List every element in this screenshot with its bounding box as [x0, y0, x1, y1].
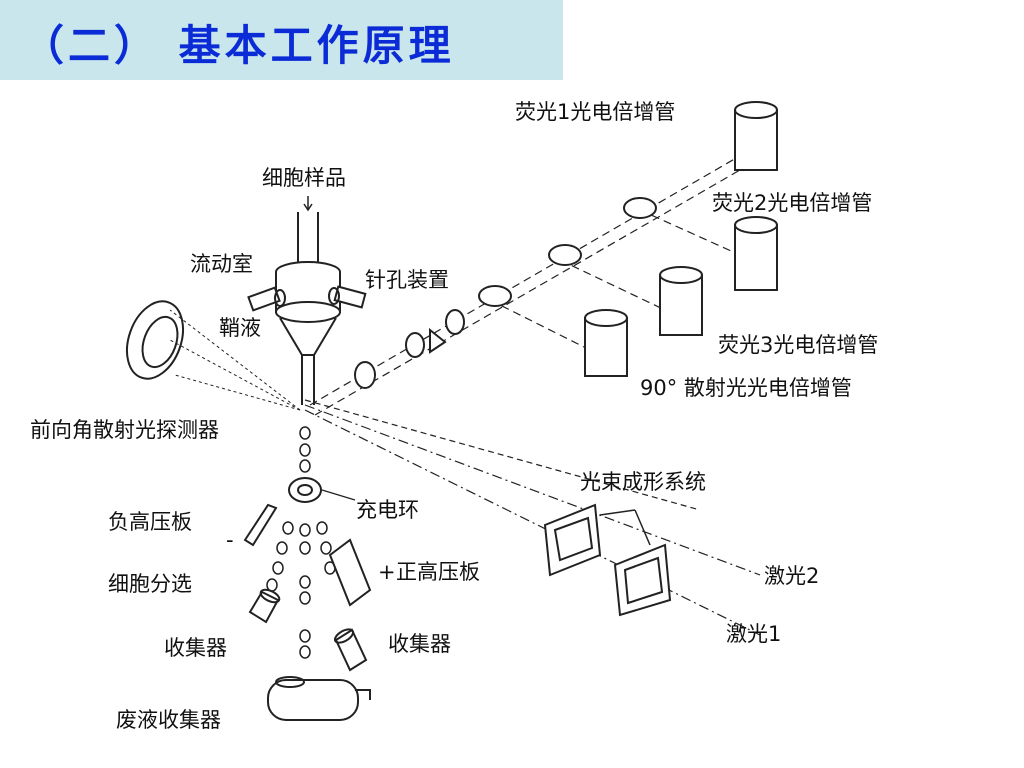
droplet-stream [267, 427, 335, 658]
beam-shaping-lens-2 [615, 545, 670, 615]
label-fluor1-pmt: 荧光1光电倍增管 [515, 100, 676, 124]
label-sample: 细胞样品 [262, 166, 346, 190]
pmt-fluor1 [735, 102, 777, 170]
label-scatter90-pmt: 90° 散射光光电倍增管 [640, 376, 852, 400]
label-charging-ring: 充电环 [356, 498, 419, 522]
charging-ring [289, 478, 355, 502]
label-flow-chamber: 流动室 [190, 252, 253, 276]
positive-plate [330, 540, 370, 605]
collector-left [250, 587, 281, 622]
label-sheath: 鞘液 [219, 316, 261, 340]
collector-right [333, 627, 366, 670]
label-fluor3-pmt: 荧光3光电倍增管 [718, 333, 879, 357]
laser-beams [305, 400, 760, 635]
forward-scatter-detector [117, 294, 193, 387]
sheath-inlets [248, 287, 365, 311]
title-banner: （二） 基本工作原理 [0, 0, 563, 80]
negative-plate [245, 505, 276, 545]
label-forward-detector: 前向角散射光探测器 [30, 418, 219, 442]
label-fluor2-pmt: 荧光2光电倍增管 [712, 191, 873, 215]
label-negative-sign: - [226, 528, 234, 552]
beam-shaping-lens-1 [545, 505, 600, 575]
label-pinhole: 针孔装置 [365, 268, 449, 292]
pmt-scatter90 [585, 310, 627, 376]
optical-path [310, 150, 750, 415]
label-negative-plate: 负高压板 [108, 510, 192, 534]
label-laser2: 激光2 [764, 564, 820, 588]
sample-tube [298, 196, 318, 270]
pinhole-lens-group [355, 310, 464, 388]
dichroic-mirrors [479, 198, 656, 306]
label-collector-left: 收集器 [164, 636, 227, 660]
flow-chamber [276, 262, 340, 405]
label-laser1: 激光1 [726, 622, 782, 646]
forward-scatter-cone [170, 310, 300, 410]
label-positive-plate: 正高压板 [396, 560, 480, 584]
label-waste-collector: 废液收集器 [116, 708, 221, 732]
label-beam-shaping: 光束成形系统 [580, 470, 706, 494]
label-sorting: 细胞分选 [108, 572, 192, 596]
pmt-fluor3 [660, 267, 702, 335]
pmt-fluor2 [735, 217, 777, 290]
label-collector-right: 收集器 [388, 632, 451, 656]
label-positive-sign: + [378, 560, 396, 584]
page-title: （二） 基本工作原理 [22, 21, 455, 70]
waste-collector [268, 677, 370, 720]
